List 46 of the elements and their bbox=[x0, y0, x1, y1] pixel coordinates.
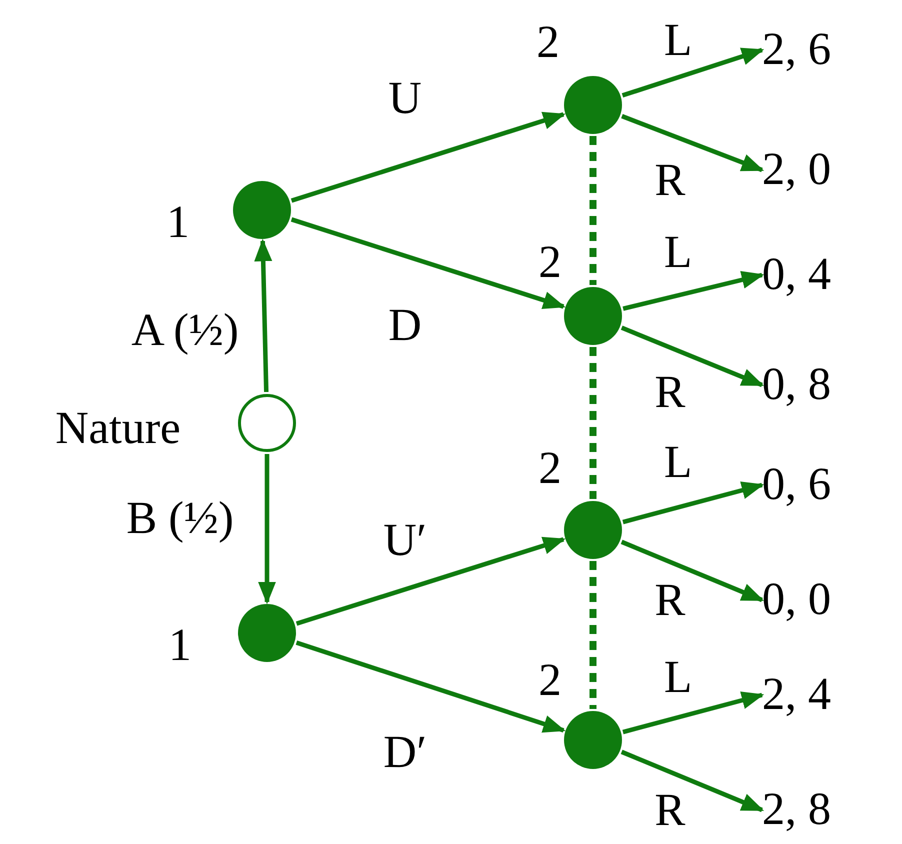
player-label: 1 bbox=[168, 622, 192, 668]
player-label: 1 bbox=[166, 199, 190, 245]
edge-label: L bbox=[664, 229, 692, 275]
arrow bbox=[254, 238, 272, 392]
edge-label: R bbox=[654, 369, 686, 415]
payoff-label: 0, 8 bbox=[762, 361, 831, 407]
arrow bbox=[620, 750, 764, 812]
arrow bbox=[620, 540, 764, 602]
arrow bbox=[622, 48, 764, 98]
player-label: 2 bbox=[538, 239, 562, 285]
player-label: 2 bbox=[538, 445, 562, 491]
edge-label: L bbox=[664, 654, 692, 700]
edge-label: D bbox=[388, 302, 422, 348]
payoff-label: 0, 6 bbox=[762, 461, 831, 507]
edge-label: U′ bbox=[383, 517, 427, 563]
payoff-label: 2, 0 bbox=[762, 146, 831, 192]
payoff-label: 2, 6 bbox=[762, 26, 831, 72]
arrow bbox=[296, 640, 566, 733]
arrow bbox=[621, 114, 764, 172]
edge-label: R bbox=[654, 157, 686, 203]
payoff-label: 0, 4 bbox=[762, 251, 831, 297]
payoff-label: 2, 8 bbox=[762, 786, 831, 832]
arrow bbox=[622, 271, 764, 311]
information-set-line bbox=[590, 347, 596, 499]
edge-label: L bbox=[664, 17, 692, 63]
arrow bbox=[290, 112, 566, 203]
player-label: Nature bbox=[55, 405, 181, 451]
arrow bbox=[622, 482, 764, 524]
arrow bbox=[290, 217, 566, 309]
edge-label: U bbox=[388, 75, 422, 121]
information-set-line bbox=[590, 561, 596, 709]
arrow bbox=[258, 454, 276, 604]
edge-label: L bbox=[664, 439, 692, 485]
edge-label: D′ bbox=[383, 729, 427, 775]
payoff-label: 2, 4 bbox=[762, 671, 831, 717]
information-set-line bbox=[590, 136, 596, 285]
player-label: 2 bbox=[538, 657, 562, 703]
edge-label: R bbox=[654, 787, 686, 833]
arrow bbox=[296, 536, 566, 626]
edge-label: R bbox=[654, 577, 686, 623]
edge-label: A (½) bbox=[131, 307, 239, 353]
payoff-label: 0, 0 bbox=[762, 576, 831, 622]
arrow bbox=[622, 692, 764, 734]
player-label: 2 bbox=[536, 19, 560, 65]
edge-label: B (½) bbox=[126, 495, 234, 541]
arrow bbox=[620, 326, 764, 388]
